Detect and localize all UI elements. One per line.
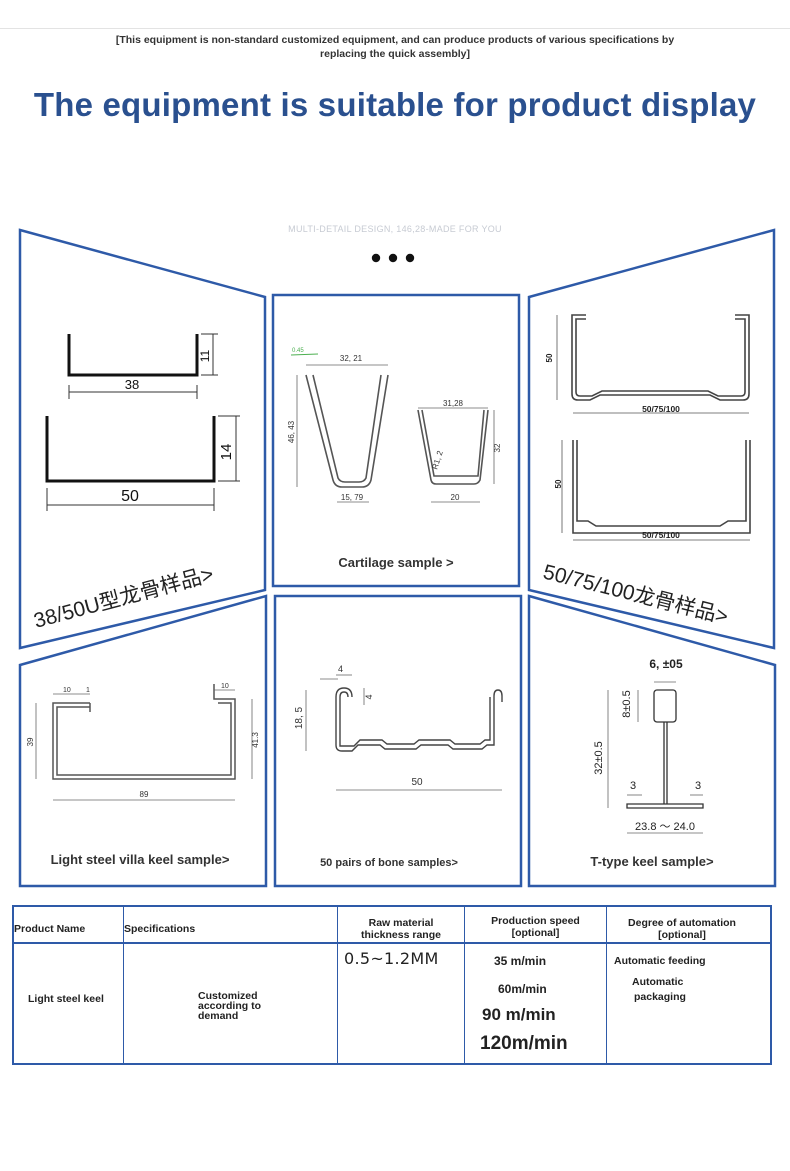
u-keel-dim-h1: 11 — [198, 349, 212, 362]
cartilage-dim-top1: 32, 21 — [340, 354, 363, 363]
t-keel-dim-bulb-h: 8±0.5 — [621, 690, 633, 717]
t-keel-dim-flange-l: 3 — [630, 780, 636, 792]
panel-frame-villa — [18, 594, 268, 888]
t-keel-dim-flange-r: 3 — [695, 780, 701, 792]
faint-caption: MULTI-DETAIL DESIGN, 146,28-MADE FOR YOU — [288, 224, 502, 234]
notice-line-1: [This equipment is non-standard customiz… — [115, 34, 675, 46]
cell-automation-3: packaging — [634, 991, 686, 1003]
col-divider-1 — [123, 907, 124, 1063]
cell-thickness: 0.5~1.2MM — [344, 949, 439, 968]
u-keel-dim-w1: 38 — [125, 377, 139, 392]
bone-dim-lip-w: 4 — [338, 664, 343, 674]
header-product-name: Product Name — [14, 923, 86, 935]
cell-automation-1: Automatic feeding — [614, 955, 706, 967]
cell-spec-line3: demand — [198, 1010, 239, 1022]
header-speed-line1: Production speed — [491, 915, 580, 927]
cell-specifications: Customized according to demand — [198, 990, 298, 1022]
u-keel-dim-h2: 14 — [218, 444, 235, 461]
cartilage-dim-side2: 32 — [493, 443, 502, 452]
bone-dim-h: 18, 5 — [294, 706, 305, 729]
panel-frame-bone — [273, 594, 523, 888]
villa-dim-lip-l2: 1 — [86, 687, 90, 694]
t-keel-dim-w: 23.8 ～ 24.0 — [635, 821, 695, 833]
bone-caption: 50 pairs of bone samples> — [320, 857, 458, 869]
col-divider-4 — [606, 907, 607, 1063]
equipment-notice: [This equipment is non-standard customiz… — [95, 33, 695, 61]
notice-line-2: replacing the quick assembly] — [320, 48, 470, 60]
cartilage-dim-side1: 46, 43 — [287, 420, 296, 443]
c-keel-dim-w2: 50/75/100 — [642, 530, 680, 540]
cell-speed-4: 120m/min — [480, 1033, 568, 1054]
panel-frame-t-keel — [527, 594, 777, 888]
cartilage-dim-radius: R1, 2 — [430, 449, 445, 470]
header-divider — [14, 942, 770, 944]
cartilage-dim-top2: 31,28 — [443, 399, 464, 408]
c-keel-caption: 50/75/100龙骨样品> — [541, 561, 731, 629]
cartilage-caption: Cartilage sample > — [338, 555, 454, 570]
header-raw-material: Raw material thickness range — [338, 917, 464, 941]
cell-speed-2: 60m/min — [498, 982, 547, 996]
bone-dim-lip-h: 4 — [364, 694, 374, 699]
cell-spec-line1: Customized — [198, 990, 258, 1002]
villa-dim-w: 89 — [140, 790, 149, 799]
u-keel-drawing — [45, 334, 216, 483]
c-keel-dim-h1: 50 — [545, 353, 554, 362]
header-production-speed: Production speed [optional] — [465, 915, 606, 939]
panel-frame-u-keel — [18, 228, 267, 650]
villa-dim-h-r: 41.3 — [251, 732, 260, 748]
cell-spec-line2: according to — [198, 1000, 262, 1012]
col-divider-2 — [337, 907, 338, 1063]
top-divider — [0, 28, 790, 29]
bone-dim-w: 50 — [411, 777, 423, 788]
c-keel-drawing — [571, 314, 751, 534]
t-keel-dim-h: 32±0.5 — [593, 741, 605, 775]
villa-dim-h-l: 39 — [26, 737, 35, 746]
t-keel-drawing — [626, 689, 704, 809]
cell-speed-1: 35 m/min — [494, 954, 547, 968]
header-auto-line2: [optional] — [658, 929, 706, 941]
header-automation: Degree of automation [optional] — [607, 917, 757, 941]
cartilage-drawing — [305, 374, 489, 488]
cell-automation-2: Automatic — [632, 976, 684, 988]
cell-speed-3: 90 m/min — [482, 1005, 556, 1024]
villa-caption: Light steel villa keel sample> — [51, 852, 230, 867]
header-raw-material-line1: Raw material — [368, 917, 434, 929]
header-auto-line1: Degree of automation — [628, 917, 736, 929]
villa-dim-lip-l: 10 — [63, 687, 71, 694]
t-keel-dim-bulb-w: 6, ±05 — [649, 657, 683, 671]
page-headline: The equipment is suitable for product di… — [33, 86, 757, 123]
header-raw-material-line2: thickness range — [361, 929, 441, 941]
sample-panels: 38 11 50 14 38/50U型龙骨样品> 0.45 32, 21 46,… — [18, 228, 777, 888]
villa-keel-drawing — [52, 684, 236, 780]
panel-frame-cartilage — [271, 293, 521, 588]
header-speed-line2: [optional] — [511, 927, 560, 939]
ellipsis-icon — [371, 253, 415, 263]
header-specifications: Specifications — [124, 923, 196, 935]
cartilage-dim-bottom1: 15, 79 — [341, 493, 364, 502]
panel-frame-c-keel — [527, 228, 776, 650]
t-keel-caption: T-type keel sample> — [590, 854, 714, 869]
cartilage-dim-bottom2: 20 — [451, 493, 460, 502]
c-keel-dim-h2: 50 — [554, 479, 563, 488]
u-keel-dim-w2: 50 — [121, 488, 139, 505]
bone-drawing — [335, 687, 503, 752]
villa-dim-lip-r: 10 — [221, 683, 229, 690]
col-divider-3 — [464, 907, 465, 1063]
cell-product-name: Light steel keel — [28, 993, 104, 1005]
cartilage-dim-corner: 0.45 — [292, 348, 304, 354]
spec-table: Product Name Specifications Raw material… — [12, 905, 772, 1065]
c-keel-dim-w1: 50/75/100 — [642, 404, 680, 414]
